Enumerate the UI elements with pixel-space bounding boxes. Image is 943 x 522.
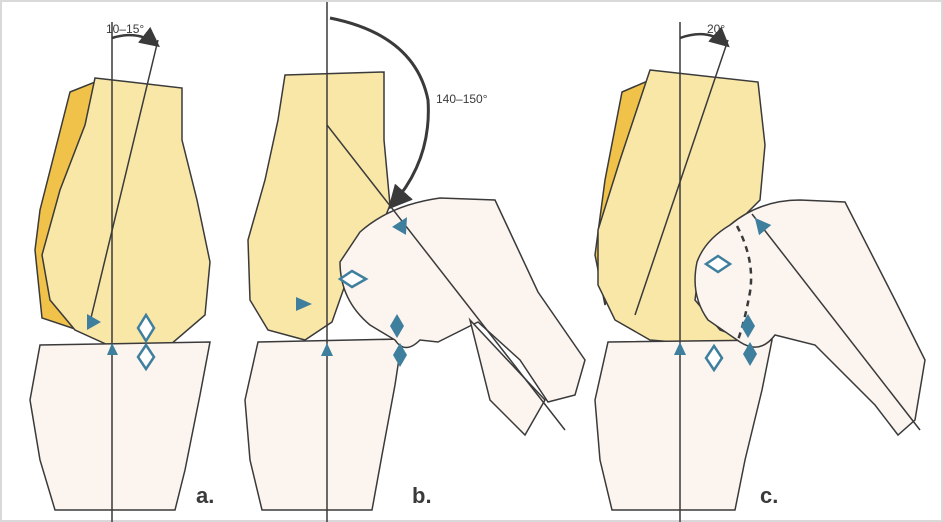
lower-bone xyxy=(30,342,210,510)
panel-label: a. xyxy=(196,483,214,508)
panel-label: b. xyxy=(412,483,432,508)
angle-label: 140–150° xyxy=(436,92,488,106)
panel-a: 10–15° a. xyxy=(30,22,214,522)
angle-arc xyxy=(112,35,156,44)
panel-b: 140–150° b. xyxy=(245,2,585,522)
angle-label: 20° xyxy=(707,22,725,36)
panel-c: 20° c. xyxy=(595,22,925,522)
lower-bone xyxy=(245,339,402,510)
angle-label: 10–15° xyxy=(106,22,144,36)
panel-label: c. xyxy=(760,483,778,508)
lower-bone xyxy=(595,340,772,510)
